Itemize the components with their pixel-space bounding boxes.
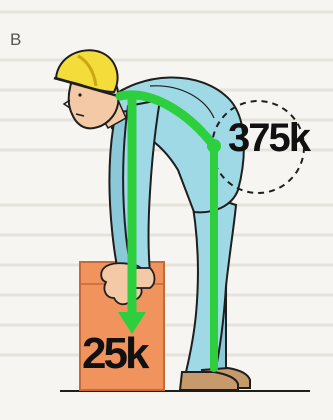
box-load-label: 25k [82,332,146,376]
hip-joint-dot [207,139,221,153]
hip-load-label: 375k [228,118,309,158]
